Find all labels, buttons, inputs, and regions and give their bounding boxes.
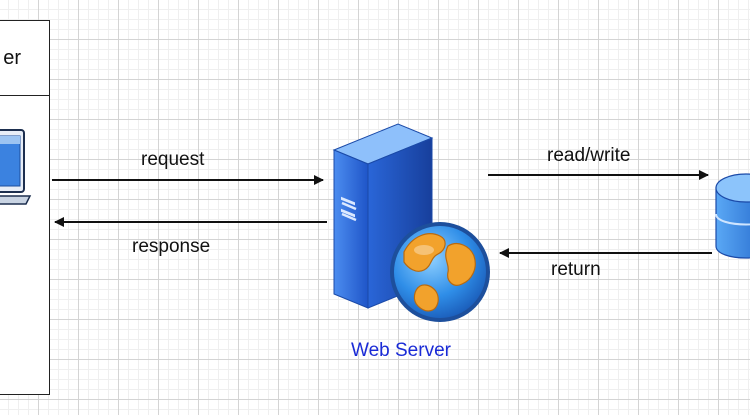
request-label: request [141, 149, 205, 170]
client-title: er [0, 21, 49, 96]
web-server-label: Web Server [351, 340, 451, 361]
return-label: return [551, 259, 601, 280]
response-label: response [132, 236, 211, 257]
laptop-icon [0, 129, 32, 205]
client-container: er [0, 20, 50, 395]
read-write-label: read/write [547, 145, 631, 166]
globe-icon [390, 222, 490, 322]
database-icon [715, 173, 750, 259]
